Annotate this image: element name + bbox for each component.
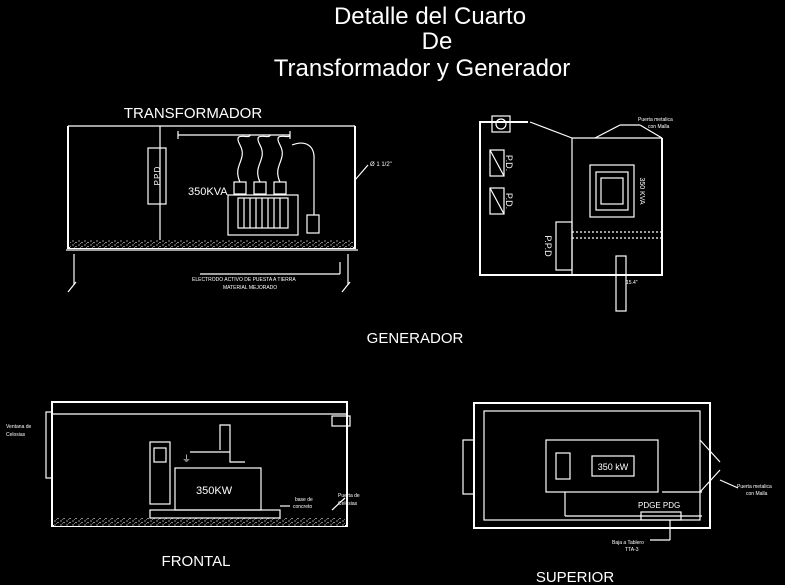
title-block: Detalle del Cuarto De Transformador y Ge… <box>274 3 571 82</box>
window-label-1: Ventana de <box>6 424 32 430</box>
louver-door <box>331 415 351 427</box>
plan-ppd-panel <box>555 221 573 271</box>
superior-baja-label-2: TTA-3 <box>625 547 639 553</box>
material-label: MATERIAL MEJORADO <box>223 285 277 291</box>
pd-label-1: P.D. <box>504 155 514 171</box>
generator-control-panel <box>149 441 171 505</box>
generator-kw-label: 350KW <box>196 485 233 497</box>
title-line-2: De <box>422 28 453 55</box>
transformer-unit <box>227 194 299 236</box>
superior-generator-unit <box>545 439 659 493</box>
section-label-generador: GENERADOR <box>367 330 464 347</box>
plan-door-label-2: con Malla <box>648 124 670 130</box>
generator-top-plan: 350 kW PDGE PDG Puerta metalica con Mall… <box>462 402 772 585</box>
section-label-superior: SUPERIOR <box>536 569 615 585</box>
ppd-label: P.P.D <box>153 166 162 185</box>
transformer-plan: Puerta metalica con Malla P.D. P.D. P.P.… <box>479 115 673 312</box>
superior-door-label-1: Puerta metalica <box>737 484 772 490</box>
concrete-base <box>149 509 281 519</box>
generator-front-elevation: Ventana de Celosias 350KW ⏚ base de conc… <box>6 401 360 570</box>
plan-tag-label: 15.4" <box>626 280 638 286</box>
plan-door-label-1: Puerta metalica <box>638 117 673 123</box>
transformer-kva-label: 350KVA <box>188 186 228 198</box>
transformer-floor-gravel <box>70 240 353 248</box>
superior-louver <box>462 439 475 495</box>
louver-window <box>45 411 53 479</box>
window-label-2: Celosias <box>6 432 26 438</box>
transformer-elevation: TRANSFORMADOR P.P.D 350KVA <box>66 105 392 293</box>
pd-panel-2 <box>489 187 505 215</box>
conduit-label: Ø 1 1/2" <box>370 162 392 168</box>
plan-ppd-label: P.P.D <box>543 235 553 257</box>
superior-baja-label-1: Baja a Tablero <box>612 540 644 546</box>
plan-transformer-unit <box>589 164 635 218</box>
door-label-2: Celosias <box>338 501 358 507</box>
door-label-1: Puerta de <box>338 493 360 499</box>
generator-floor-gravel <box>54 518 345 526</box>
plan-fan-icon <box>491 115 511 133</box>
plan-kva-label: 350 KVA <box>638 177 645 204</box>
ppd-panel <box>147 147 167 205</box>
pd-panel-1 <box>489 149 505 177</box>
conduit-pipe <box>291 142 315 215</box>
electrode-label: ELECTRODO ACTIVO DE PUESTA A TIERRA <box>192 277 296 283</box>
pd-label-2: P.D. <box>504 193 514 209</box>
section-label-frontal: FRONTAL <box>162 553 231 570</box>
superior-door-label-2: con Malla <box>746 491 768 497</box>
superior-kw-label: 350 kW <box>598 462 629 472</box>
ground-symbol: ⏚ <box>182 454 191 464</box>
superior-pdge-label: PDGE PDG <box>638 501 680 510</box>
title-line-1: Detalle del Cuarto <box>334 3 526 30</box>
title-line-3: Transformador y Generador <box>274 55 571 82</box>
base-label-1: base de <box>295 497 313 503</box>
section-label-transformador: TRANSFORMADOR <box>124 105 263 122</box>
base-label-2: concreto <box>293 504 312 510</box>
